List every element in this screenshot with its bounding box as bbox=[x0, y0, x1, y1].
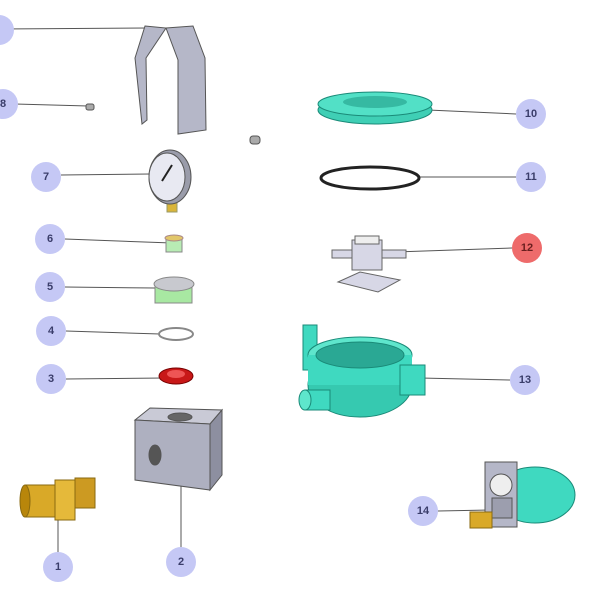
callout-9[interactable] bbox=[0, 15, 14, 45]
part-7-gauge bbox=[148, 149, 192, 213]
part-10-ring bbox=[317, 91, 433, 125]
callout-10[interactable]: 10 bbox=[516, 99, 546, 129]
callout-3[interactable]: 3 bbox=[36, 364, 66, 394]
callout-2[interactable]: 2 bbox=[166, 547, 196, 577]
leader-line-8 bbox=[14, 103, 89, 107]
part-12-impeller bbox=[331, 235, 407, 293]
part-6-bushing bbox=[164, 234, 184, 253]
callout-14[interactable]: 14 bbox=[408, 496, 438, 526]
part-4-oring bbox=[158, 327, 194, 341]
part-1-fitting bbox=[19, 477, 96, 521]
part-11-oring bbox=[319, 165, 421, 191]
part-14-assembly bbox=[469, 461, 576, 529]
callout-8[interactable]: 8 bbox=[0, 89, 18, 119]
part-9-bracket bbox=[134, 25, 207, 135]
callout-5[interactable]: 5 bbox=[35, 272, 65, 302]
part-8-screw bbox=[85, 103, 95, 111]
leader-lines bbox=[0, 27, 517, 552]
callout-12-selected[interactable]: 12 bbox=[512, 233, 542, 263]
part-5-plug bbox=[153, 276, 195, 304]
callout-1[interactable]: 1 bbox=[43, 552, 73, 582]
leader-line-9 bbox=[0, 27, 149, 30]
callout-13[interactable]: 13 bbox=[510, 365, 540, 395]
callout-6[interactable]: 6 bbox=[35, 224, 65, 254]
callout-7[interactable]: 7 bbox=[31, 162, 61, 192]
callout-11[interactable]: 11 bbox=[516, 162, 546, 192]
callout-4[interactable]: 4 bbox=[36, 316, 66, 346]
screw bbox=[249, 135, 261, 145]
part-13-housing bbox=[298, 324, 426, 418]
part-3-cap bbox=[158, 367, 194, 385]
part-2-block bbox=[133, 407, 224, 492]
